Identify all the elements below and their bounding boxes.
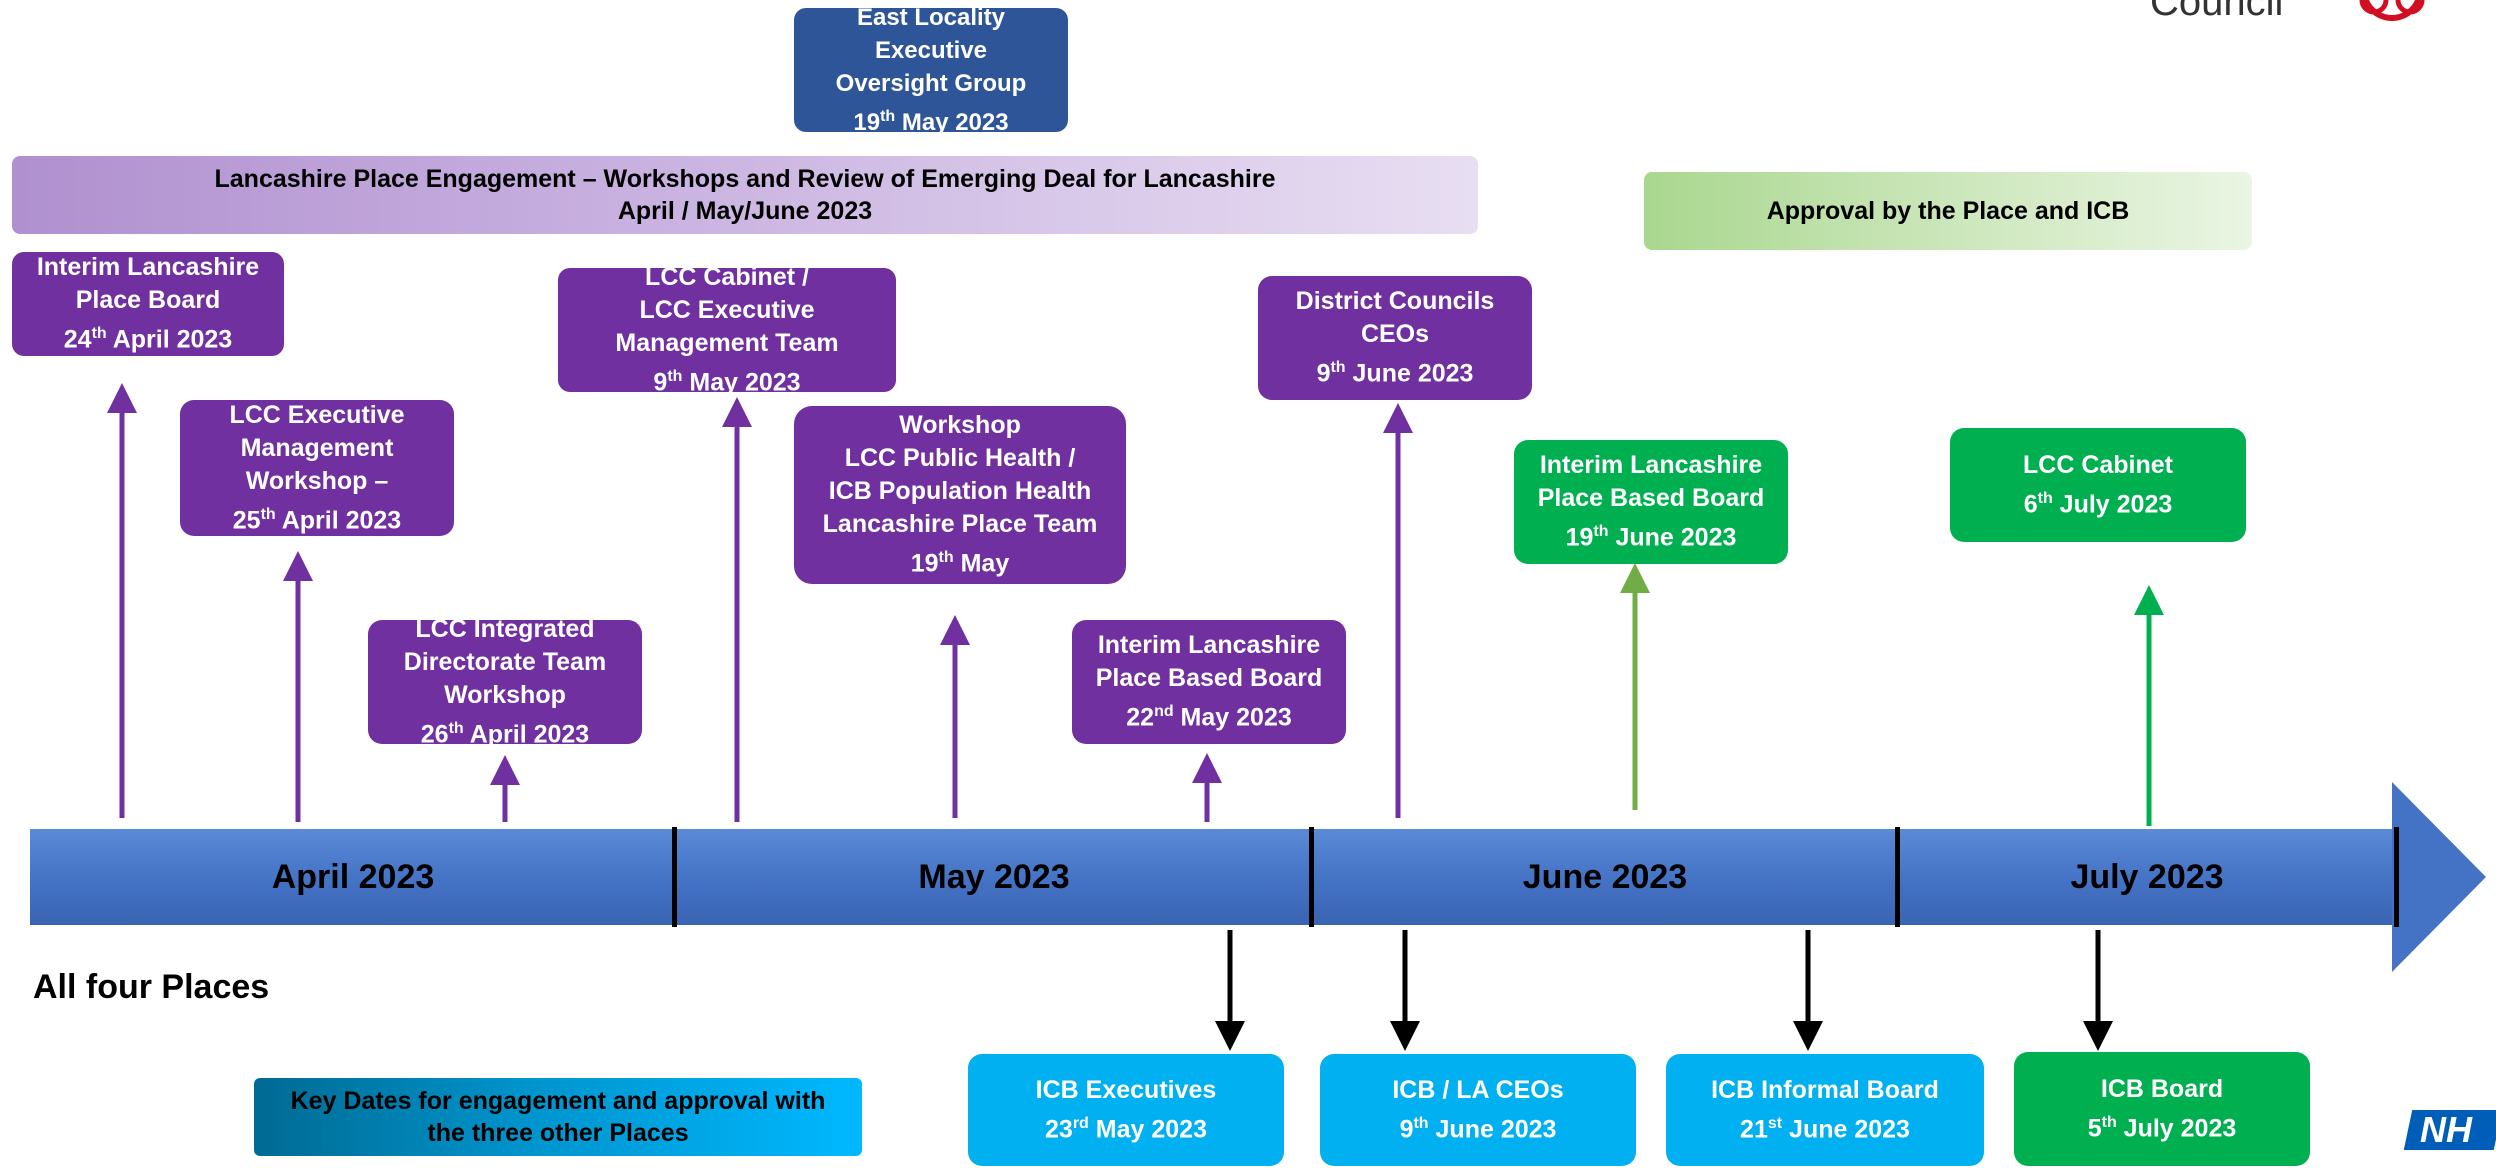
box-line: LCC Cabinet <box>2023 450 2173 479</box>
icb-executives-box: ICB Executives 23rd May 2023 <box>968 1054 1284 1166</box>
ordinal-suffix: th <box>448 719 464 737</box>
event-lcc-exec-workshop: LCC Executive Management Workshop – 25th… <box>180 400 454 536</box>
box-line: LCC Cabinet / <box>645 262 809 291</box>
box-line: 9th June 2023 <box>1399 1114 1557 1144</box>
box-line: Interim Lancashire <box>36 253 260 282</box>
box-line: 5th July 2023 <box>2087 1113 2237 1143</box>
box-line: 26th April 2023 <box>420 719 590 749</box>
box-line: 9th May 2023 <box>653 367 801 397</box>
box-line: 6th July 2023 <box>2023 489 2173 519</box>
icb-la-ceos-box: ICB / LA CEOs 9th June 2023 <box>1320 1054 1636 1166</box>
box-line: Directorate Team <box>403 647 607 676</box>
box-line: 23rd May 2023 <box>1045 1114 1207 1144</box>
ordinal-suffix: th <box>2101 1113 2117 1131</box>
approval-banner-text: Approval by the Place and ICB <box>1766 197 2130 225</box>
month-july: July 2023 <box>2070 857 2224 896</box>
ordinal-suffix: th <box>2037 489 2053 507</box>
event-district-ceos: District Councils CEOs 9th June 2023 <box>1258 276 1532 400</box>
box-line: Oversight Group <box>835 70 1027 97</box>
month-may: May 2023 <box>918 857 1070 896</box>
council-logo-text: Council <box>2150 0 2284 24</box>
icb-informal-board-box: ICB Informal Board 21st June 2023 <box>1666 1054 1984 1166</box>
box-line: Place Based Board <box>1095 664 1323 693</box>
ordinal-suffix: th <box>91 325 107 343</box>
event-interim-board-april: Interim Lancashire Place Board 24th Apri… <box>12 252 284 356</box>
box-line: District Councils <box>1295 287 1495 316</box>
box-line: ICB / LA CEOs <box>1392 1075 1564 1104</box>
engagement-banner-line1: Lancashire Place Engagement – Workshops … <box>214 165 1276 193</box>
box-line: Workshop – <box>245 466 389 495</box>
box-line: Workshop <box>899 411 1021 440</box>
key-dates-line2: the three other Places <box>427 1119 689 1147</box>
event-lcc-integrated: LCC Integrated Directorate Team Workshop… <box>368 615 642 748</box>
month-divider <box>672 827 677 927</box>
month-june: June 2023 <box>1522 857 1688 896</box>
box-line: LCC Integrated <box>415 614 595 643</box>
box-line: LCC Executive <box>229 400 405 429</box>
event-lcc-cabinet-july: LCC Cabinet 6th July 2023 <box>1950 428 2246 542</box>
engagement-banner: Lancashire Place Engagement – Workshops … <box>12 156 1478 234</box>
timeline-bar <box>30 829 2392 925</box>
box-line: 9th June 2023 <box>1316 359 1474 388</box>
box-line: ICB Population Health <box>828 477 1092 506</box>
box-line: 19th May <box>910 549 1010 578</box>
box-line: 19th May 2023 <box>853 108 1009 136</box>
box-line: 25th April 2023 <box>232 505 402 535</box>
box-line: LCC Executive <box>639 295 815 324</box>
month-april: April 2023 <box>271 857 435 896</box>
event-lcc-cabinet-may: LCC Cabinet / LCC Executive Management T… <box>558 263 896 396</box>
ordinal-suffix: st <box>1767 1114 1783 1132</box>
box-line: Place Board <box>75 286 221 315</box>
month-divider <box>1895 827 1900 927</box>
event-workshop-public-health: Workshop LCC Public Health / ICB Populat… <box>794 406 1126 584</box>
box-line: Management Team <box>615 328 839 357</box>
key-dates-line1: Key Dates for engagement and approval wi… <box>290 1087 826 1115</box>
icb-board-box: ICB Board 5th July 2023 <box>2014 1052 2310 1166</box>
box-line: ICB Executives <box>1035 1075 1217 1104</box>
box-line: Place Based Board <box>1537 484 1765 513</box>
box-line: Interim Lancashire <box>1539 451 1763 480</box>
box-line: Executive <box>874 37 988 64</box>
ordinal-suffix: th <box>260 505 276 523</box>
month-divider <box>2394 827 2399 927</box>
box-line: LCC Public Health / <box>844 444 1076 473</box>
ordinal-suffix: th <box>880 108 896 125</box>
ordinal-suffix: nd <box>1154 703 1174 721</box>
box-line: ICB Board <box>2100 1074 2224 1103</box>
all-places-label: All four Places <box>33 968 270 1006</box>
box-line: Interim Lancashire <box>1097 631 1321 660</box>
box-line: Workshop <box>444 680 566 709</box>
box-line: 24th April 2023 <box>63 325 233 354</box>
box-line: 21st June 2023 <box>1740 1114 1910 1144</box>
box-line: Management <box>240 433 394 462</box>
ordinal-suffix: th <box>1413 1114 1429 1132</box>
engagement-banner-line2: April / May/June 2023 <box>617 197 873 225</box>
box-line: ICB Informal Board <box>1711 1075 1939 1104</box>
ordinal-suffix: th <box>1330 359 1346 377</box>
event-interim-based-june: Interim Lancashire Place Based Board 19t… <box>1514 440 1788 564</box>
east-locality-box: East Locality Executive Oversight Group … <box>794 4 1068 136</box>
box-line: East Locality <box>856 4 1006 31</box>
event-interim-based-may: Interim Lancashire Place Based Board 22n… <box>1072 620 1346 744</box>
ordinal-suffix: th <box>938 549 954 567</box>
council-crest-icon <box>2352 0 2432 40</box>
box-line: 19th June 2023 <box>1565 523 1737 552</box>
box-line: CEOs <box>1360 320 1430 349</box>
box-line: Lancashire Place Team <box>822 510 1098 539</box>
approval-banner: Approval by the Place and ICB <box>1644 172 2252 250</box>
month-divider <box>1309 827 1314 927</box>
ordinal-suffix: th <box>1593 523 1609 541</box>
ordinal-suffix: th <box>667 367 683 385</box>
ordinal-suffix: rd <box>1072 1114 1089 1132</box>
key-dates-banner: Key Dates for engagement and approval wi… <box>254 1078 862 1156</box>
box-line: 22nd May 2023 <box>1126 703 1292 732</box>
